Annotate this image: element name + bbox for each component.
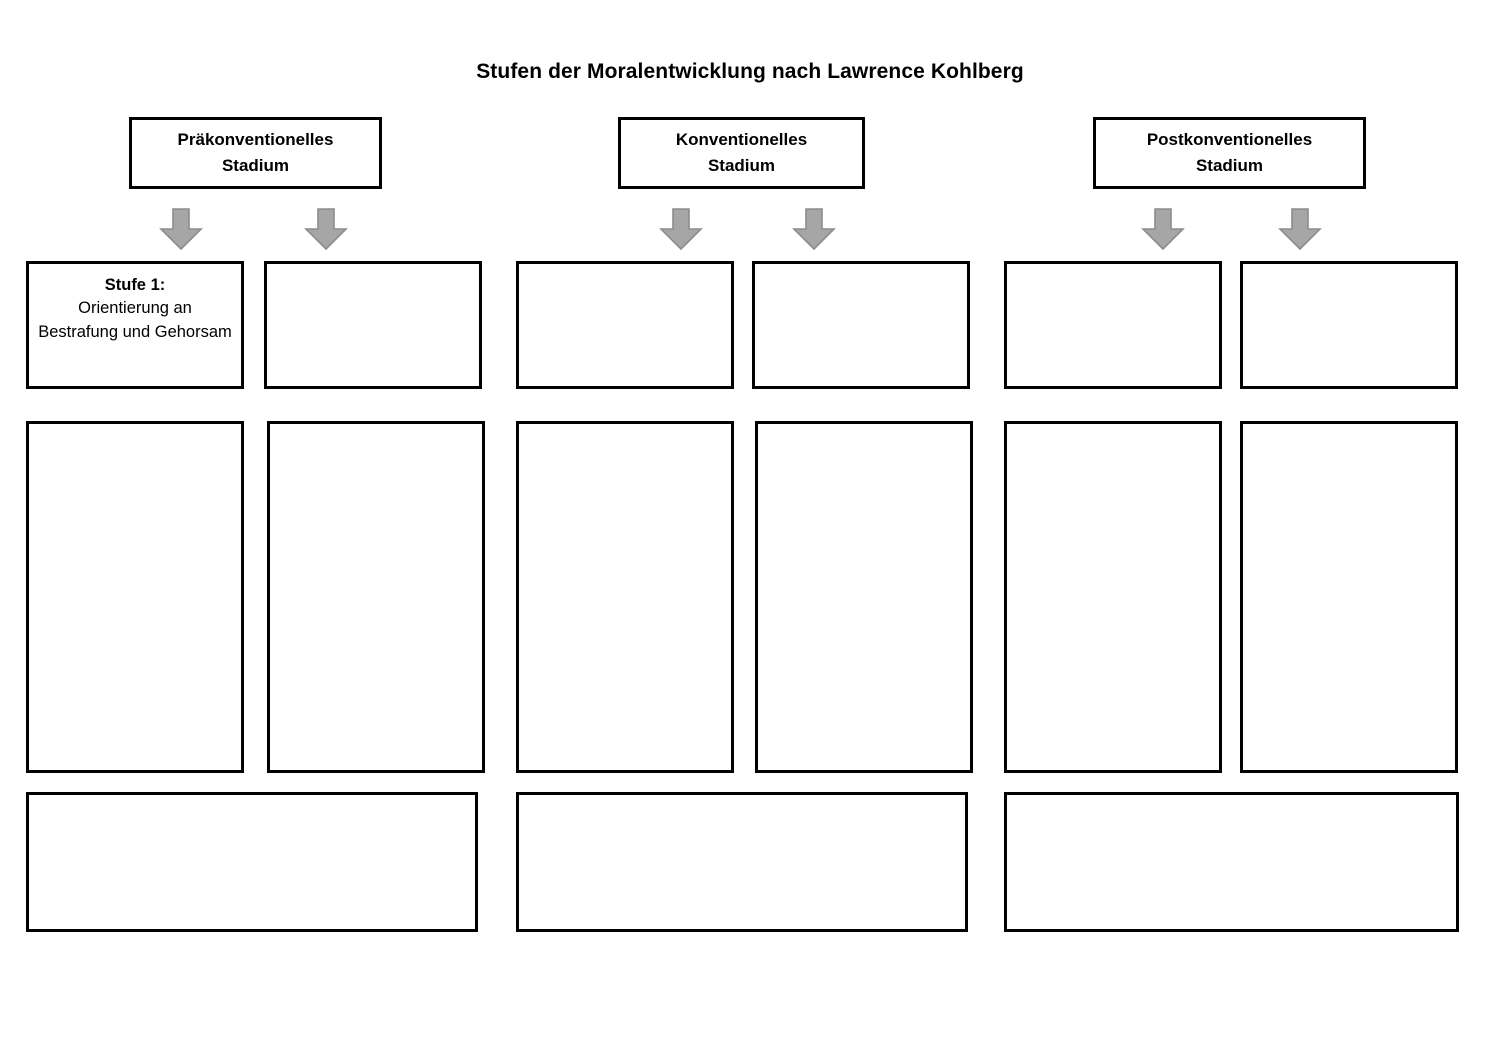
- stage-header-line2: Stadium: [1195, 156, 1264, 175]
- arrow-down-stage3-left: [1140, 206, 1186, 252]
- arrow-down-stage3-right: [1277, 206, 1323, 252]
- stage-header-line2: Stadium: [707, 156, 776, 175]
- stage-header-line1: Postkonventionelles: [1146, 129, 1313, 149]
- row2-box-2[interactable]: [267, 421, 485, 773]
- arrow-down-stage2-left: [658, 206, 704, 252]
- row2-box-5[interactable]: [1004, 421, 1222, 773]
- row2-box-1[interactable]: [26, 421, 244, 773]
- row3-box-1[interactable]: [26, 792, 478, 932]
- row1-box-2[interactable]: [264, 261, 482, 389]
- row3-box-3[interactable]: [1004, 792, 1459, 932]
- row1-box-3[interactable]: [516, 261, 734, 389]
- page-title: Stufen der Moralentwicklung nach Lawrenc…: [476, 60, 1024, 83]
- row1-box-1[interactable]: Stufe 1: Orientierung an Bestrafung und …: [26, 261, 244, 389]
- arrow-down-stage2-right: [791, 206, 837, 252]
- stage-header-konventionelles-stadium[interactable]: Konventionelles Stadium: [618, 117, 865, 189]
- row2-box-3[interactable]: [516, 421, 734, 773]
- stage-header-line1: Präkonventionelles: [177, 129, 334, 149]
- arrow-down-stage1-left: [158, 206, 204, 252]
- stage-header-line2: Stadium: [221, 156, 290, 175]
- row1-box-6[interactable]: [1240, 261, 1458, 389]
- row3-box-2[interactable]: [516, 792, 968, 932]
- stage-header-postkonventionelles-stadium[interactable]: Postkonventionelles Stadium: [1093, 117, 1366, 189]
- row1-box-5[interactable]: [1004, 261, 1222, 389]
- row1-box-1-body: Orientierung an Bestrafung und Gehorsam: [38, 299, 232, 341]
- row1-box-4[interactable]: [752, 261, 970, 389]
- stage-header-praekonventionelles-stadium[interactable]: Präkonventionelles Stadium: [129, 117, 382, 189]
- arrow-down-stage1-right: [303, 206, 349, 252]
- row2-box-4[interactable]: [755, 421, 973, 773]
- row2-box-6[interactable]: [1240, 421, 1458, 773]
- row1-box-1-title: Stufe 1:: [104, 276, 166, 294]
- stage-header-line1: Konventionelles: [675, 129, 808, 149]
